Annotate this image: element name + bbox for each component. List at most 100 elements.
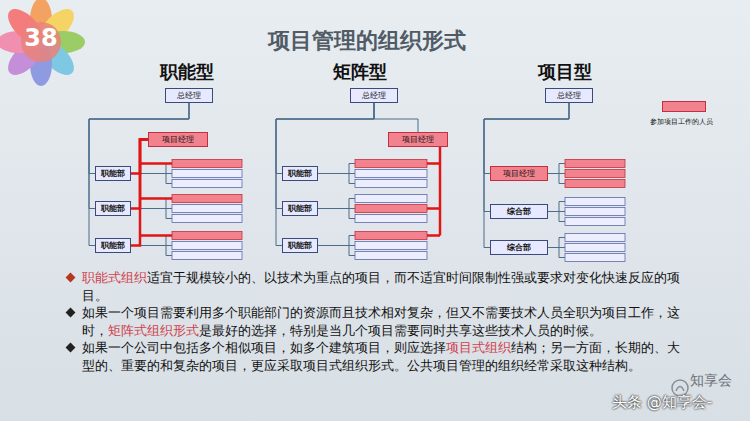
watermark: 头条 @知享会- [612, 393, 712, 412]
staff-box [172, 215, 242, 223]
staff-box [172, 232, 242, 240]
staff-box [355, 232, 427, 240]
connector [131, 140, 148, 246]
staff-link [559, 257, 565, 258]
connector [484, 103, 569, 174]
flower [0, 0, 85, 86]
staff-box [172, 252, 242, 260]
body-text: 适宜于规模较小的、以技术为重点的项目，而不适宜时间限制性强或要求对变化快速反应的… [82, 270, 680, 303]
staff-link [559, 247, 565, 248]
staff-link [548, 247, 559, 248]
highlight-text: 职能式组织 [82, 270, 147, 285]
staff-link [166, 255, 172, 256]
department-box: 职能部 [95, 201, 131, 216]
staff-link [559, 201, 565, 202]
node-text: 职能部 [100, 203, 126, 214]
node-text: 职能部 [287, 203, 313, 214]
node-text: 综合部 [495, 206, 543, 217]
staff-box [565, 160, 625, 168]
department-box: 职能部 [95, 166, 131, 181]
staff-box [565, 254, 625, 262]
staff-link [559, 183, 565, 184]
staff-link [318, 245, 349, 246]
staff-link [349, 208, 355, 209]
staff-link [318, 173, 349, 174]
node-text: 项目经理 [495, 168, 543, 179]
staff-link [166, 245, 172, 246]
staff-box [355, 242, 427, 250]
connector [374, 103, 418, 132]
department-box: 综合部 [490, 204, 548, 219]
staff-box [172, 242, 242, 250]
staff-box [565, 218, 625, 226]
section-heading: 矩阵型 [333, 60, 387, 84]
director-box: 总经理 [165, 88, 213, 103]
staff-box [172, 205, 242, 213]
connector [276, 103, 374, 174]
connector [484, 103, 569, 248]
staff-link [559, 237, 565, 238]
staff-box [565, 198, 625, 206]
staff-link [349, 163, 355, 164]
slide-title: 项目管理的组织形式 [268, 26, 466, 56]
node-text: 综合部 [495, 242, 543, 253]
staff-box [355, 215, 427, 223]
staff-link [318, 208, 349, 209]
bullet-item: 如果一个项目需要利用多个职能部门的资源而且技术相对复杂，但又不需要技术人员全职为… [82, 304, 682, 339]
node-text: 项目经理 [153, 134, 203, 145]
staff-box [172, 195, 242, 203]
staff-link [166, 173, 172, 174]
staff-box [172, 170, 242, 178]
watermark-logo: 知享会 [690, 372, 732, 390]
manager-box: 项目经理 [148, 132, 208, 147]
director-box: 总经理 [350, 88, 398, 103]
node-text: 职能部 [100, 168, 126, 179]
legend-swatch [662, 101, 706, 112]
staff-box [565, 244, 625, 252]
body-text: 是最好的选择，特别是当几个项目需要同时共享这些技术人员的时候。 [199, 323, 602, 338]
manager-box: 项目经理 [490, 166, 548, 181]
node-text: 总经理 [170, 90, 208, 101]
connector [89, 103, 189, 246]
project-link [427, 162, 440, 165]
staff-box [172, 180, 242, 188]
connector [276, 103, 374, 246]
staff-link [166, 218, 172, 219]
staff-link [349, 173, 355, 174]
body-text: 如果一个公司中包括多个相似项目，如多个建筑项目，则应选择 [82, 340, 446, 355]
staff-link [559, 173, 565, 174]
staff-box [355, 205, 427, 213]
node-text: 总经理 [355, 90, 393, 101]
section-heading: 职能型 [160, 60, 214, 84]
staff-link [349, 255, 355, 256]
node-text: 项目经理 [393, 134, 443, 145]
staff-box [355, 252, 427, 260]
staff-link [548, 173, 559, 174]
staff-box [565, 234, 625, 242]
staff-link [548, 211, 559, 212]
staff-box [355, 180, 427, 188]
manager-box: 项目经理 [388, 132, 448, 147]
staff-link [166, 183, 172, 184]
director-box: 总经理 [545, 88, 593, 103]
department-box: 综合部 [490, 240, 548, 255]
slide-number: 38 [23, 24, 59, 52]
staff-link [349, 198, 355, 199]
staff-box [355, 195, 427, 203]
node-text: 总经理 [550, 90, 588, 101]
legend-text: 参加项目工作的人员 [650, 117, 713, 127]
node-text: 职能部 [287, 168, 313, 179]
staff-box [172, 160, 242, 168]
department-box: 职能部 [282, 166, 318, 181]
department-box: 职能部 [95, 238, 131, 253]
bullet-item: 如果一个公司中包括多个相似项目，如多个建筑项目，则应选择项目式组织结构；另一方面… [82, 339, 682, 374]
staff-link [349, 245, 355, 246]
staff-box [565, 208, 625, 216]
node-text: 职能部 [287, 240, 313, 251]
bullet-list: 职能式组织适宜于规模较小的、以技术为重点的项目，而不适宜时间限制性强或要求对变化… [82, 269, 682, 374]
node-text: 职能部 [100, 240, 126, 251]
project-link [439, 147, 442, 236]
staff-link [559, 211, 565, 212]
project-link [140, 197, 172, 200]
